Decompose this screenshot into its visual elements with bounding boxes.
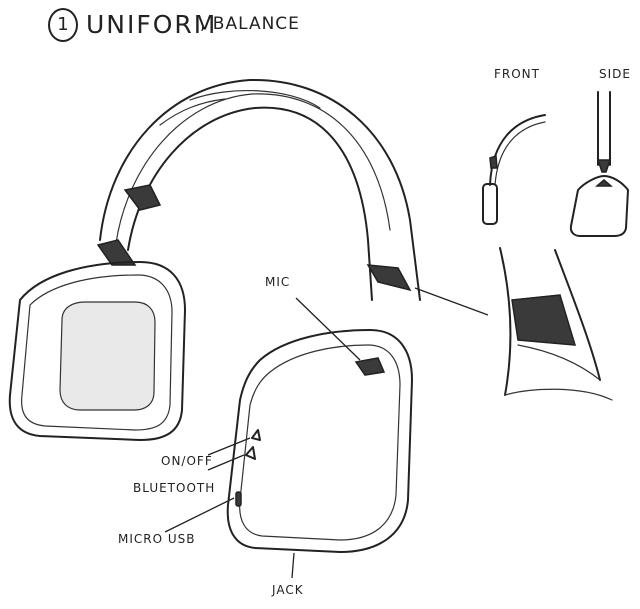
bluetooth-button — [245, 446, 256, 460]
slider-detail-closeup — [499, 247, 613, 401]
right-ear-cup — [226, 329, 413, 553]
mic-label: MIC — [265, 275, 291, 289]
bluetooth-label: BLUETOOTH — [133, 481, 216, 495]
left-ear-pad — [59, 301, 156, 411]
side-view-thumbnail — [569, 91, 629, 237]
page-title: UNIFORM — [86, 10, 218, 39]
micro-usb-port — [235, 491, 242, 507]
left-ear-cup — [8, 261, 186, 441]
right-slider-joint — [366, 264, 412, 292]
micro-usb-label: MICRO USB — [118, 532, 196, 546]
mic-element — [354, 357, 386, 376]
left-slider-joint — [123, 184, 162, 211]
page-subtitle: , BALANCE — [200, 14, 300, 34]
callout-leaders — [164, 287, 489, 579]
front-view-label: FRONT — [494, 67, 540, 81]
on-off-label: ON/OFF — [161, 454, 213, 468]
title-number-badge: 1 — [48, 8, 78, 42]
side-view-label: SIDE — [599, 67, 631, 81]
jack-label: JACK — [272, 583, 304, 597]
headband — [96, 78, 421, 301]
on-off-button — [251, 429, 261, 441]
front-view-thumbnail — [482, 114, 546, 225]
